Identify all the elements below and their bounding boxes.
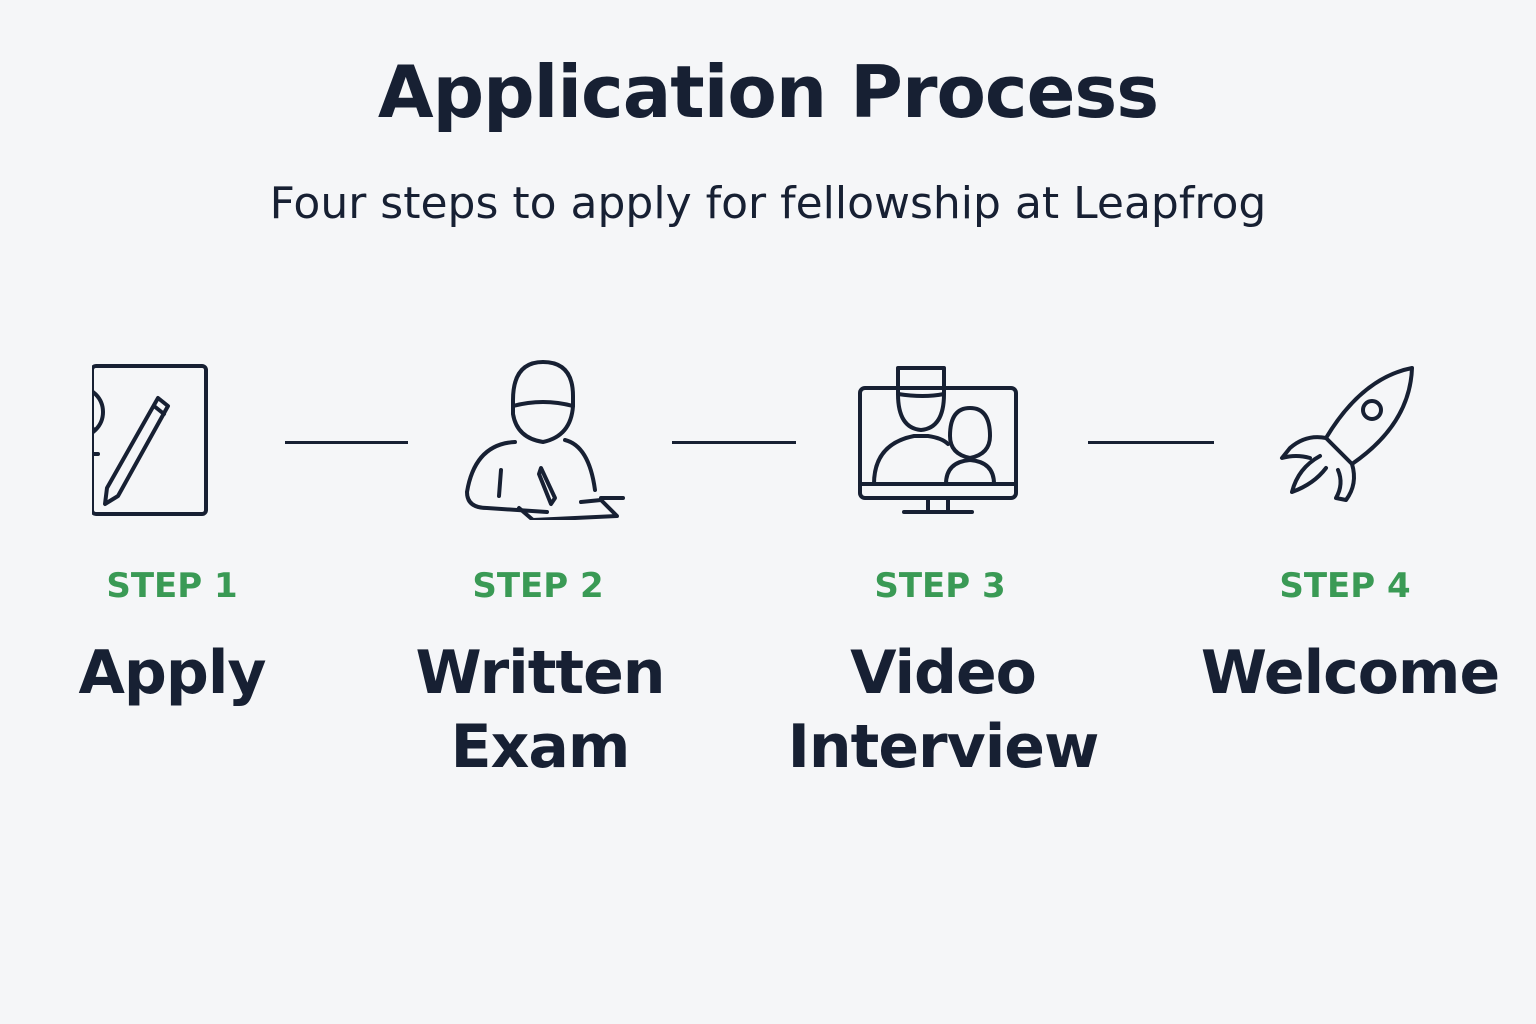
step-1-name-line: Apply: [78, 638, 266, 708]
step-3-name: Video Interview: [743, 636, 1143, 784]
step-1-label: STEP 1: [106, 566, 238, 606]
step-4-label: STEP 4: [1279, 566, 1411, 606]
connector-line: [672, 441, 796, 444]
step-3-name-line: Interview: [787, 712, 1100, 782]
connector-line: [1088, 441, 1214, 444]
step-1-name: Apply: [0, 636, 372, 710]
step-2-name-line: Written: [415, 638, 665, 708]
application-form-pencil-icon: [38, 360, 252, 520]
step-4-name-line: Welcome: [1200, 638, 1500, 708]
step-2-name-line: Exam: [450, 712, 631, 782]
connector-line: [285, 441, 408, 444]
step-2-name: Written Exam: [340, 636, 740, 784]
video-call-monitor-icon: [858, 360, 1018, 520]
person-writing-icon: [465, 360, 625, 522]
rocket-icon: [1268, 360, 1428, 520]
step-4-name: Welcome: [1150, 636, 1536, 710]
step-3-name-line: Video: [850, 638, 1037, 708]
page-subtitle: Four steps to apply for fellowship at Le…: [269, 178, 1267, 229]
step-2-label: STEP 2: [472, 566, 604, 606]
step-3-label: STEP 3: [874, 566, 1006, 606]
page-title: Application Process: [377, 50, 1159, 134]
